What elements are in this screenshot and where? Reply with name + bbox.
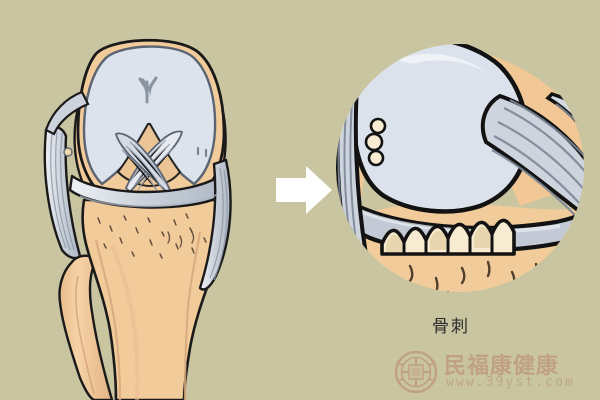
left-knee-figure [43, 38, 232, 400]
lateral-collateral-ligament [43, 90, 90, 260]
osteophyte-nodules-upper [364, 117, 387, 167]
osteophyte-row-magnified [380, 218, 516, 256]
cruciate-ligaments [114, 130, 184, 196]
magnified-detail-circle [336, 44, 584, 292]
medial-collateral-ligament [198, 158, 232, 291]
transition-arrow [276, 166, 332, 214]
osteophyte-label: 骨刺 [432, 317, 470, 337]
tibia [81, 198, 225, 400]
